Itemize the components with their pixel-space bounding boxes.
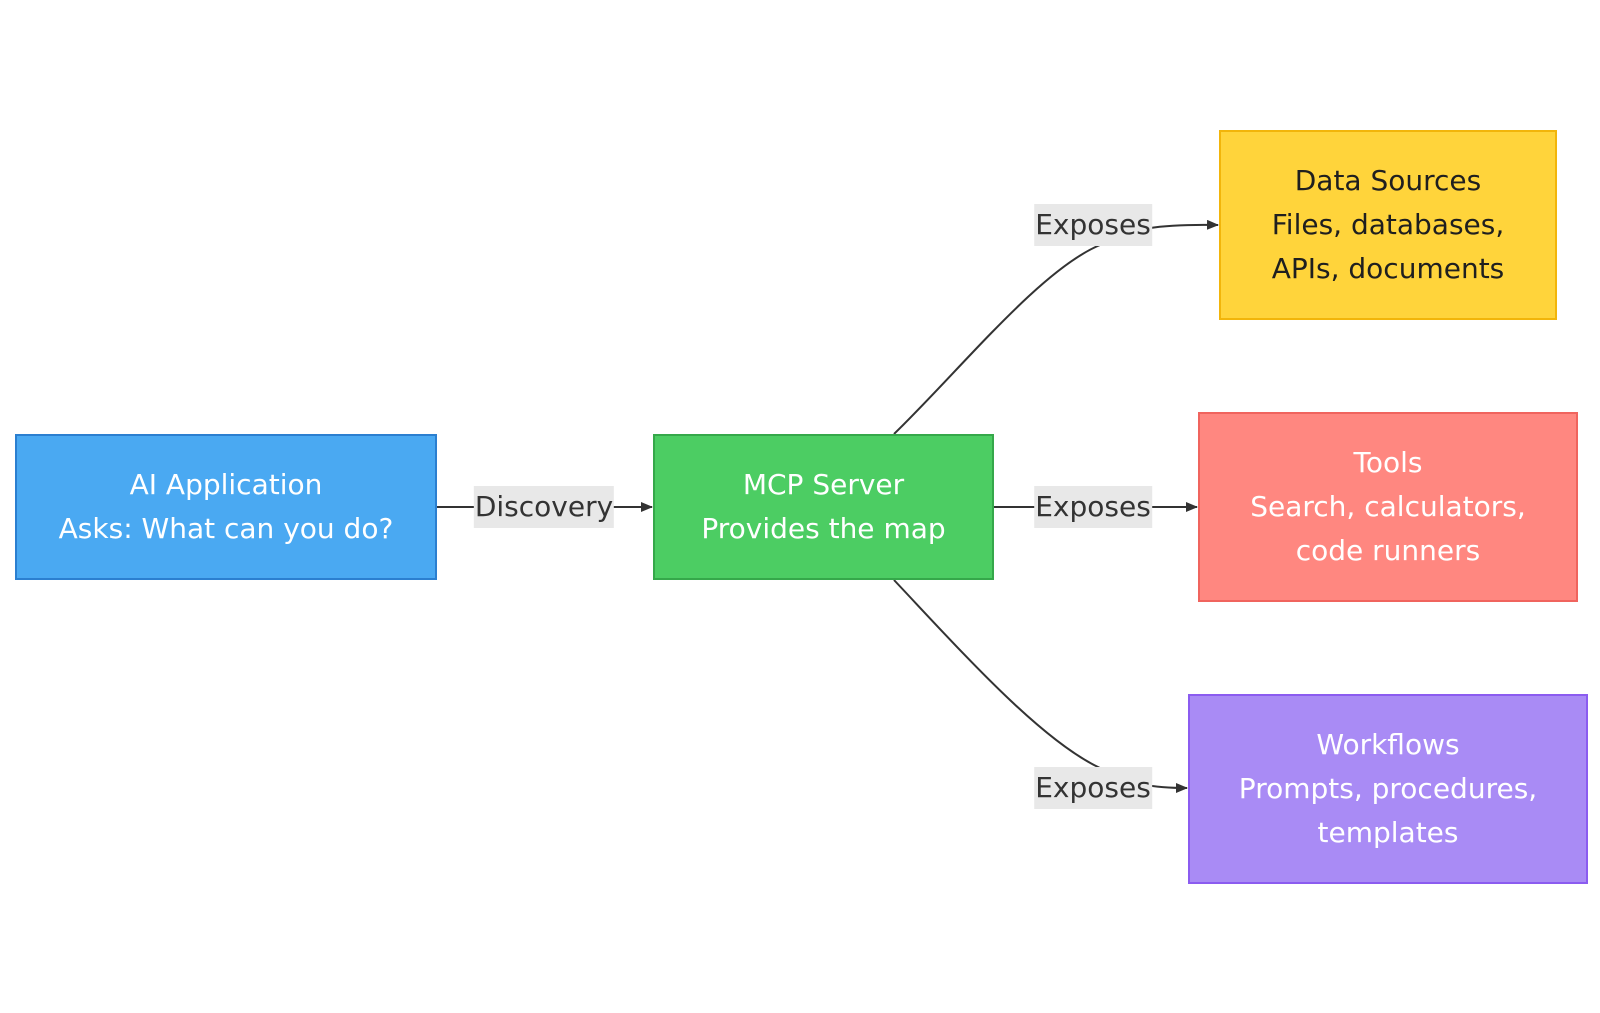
node-workflows-line-3: templates bbox=[1317, 816, 1459, 849]
node-ai-application-subtitle: Asks: What can you do? bbox=[58, 512, 394, 545]
node-data-sources-line-2: Files, databases, bbox=[1271, 208, 1505, 241]
node-ai-application: AI Application Asks: What can you do? bbox=[15, 434, 437, 580]
edge-label-exposes-tools: Exposes bbox=[1034, 486, 1152, 528]
node-workflows: Workflows Prompts, procedures, templates bbox=[1188, 694, 1588, 884]
node-workflows-line-2: Prompts, procedures, bbox=[1238, 772, 1538, 805]
edge-label-exposes-data-sources: Exposes bbox=[1034, 204, 1152, 246]
node-data-sources: Data Sources Files, databases, APIs, doc… bbox=[1219, 130, 1557, 320]
node-tools: Tools Search, calculators, code runners bbox=[1198, 412, 1578, 602]
node-mcp-server-subtitle: Provides the map bbox=[701, 512, 946, 545]
node-ai-application-title: AI Application bbox=[129, 468, 323, 501]
node-tools-line-3: code runners bbox=[1295, 534, 1481, 567]
node-workflows-title: Workflows bbox=[1316, 728, 1460, 761]
edge-to-data-sources bbox=[893, 219, 1219, 435]
node-tools-title: Tools bbox=[1353, 446, 1423, 479]
node-data-sources-line-3: APIs, documents bbox=[1271, 252, 1505, 285]
node-mcp-server-title: MCP Server bbox=[742, 468, 905, 501]
node-tools-line-2: Search, calculators, bbox=[1250, 490, 1526, 523]
node-mcp-server: MCP Server Provides the map bbox=[653, 434, 994, 580]
edge-to-workflows bbox=[893, 579, 1188, 793]
node-data-sources-title: Data Sources bbox=[1294, 164, 1482, 197]
edge-label-exposes-workflows: Exposes bbox=[1034, 767, 1152, 809]
edge-label-discovery: Discovery bbox=[473, 486, 615, 528]
